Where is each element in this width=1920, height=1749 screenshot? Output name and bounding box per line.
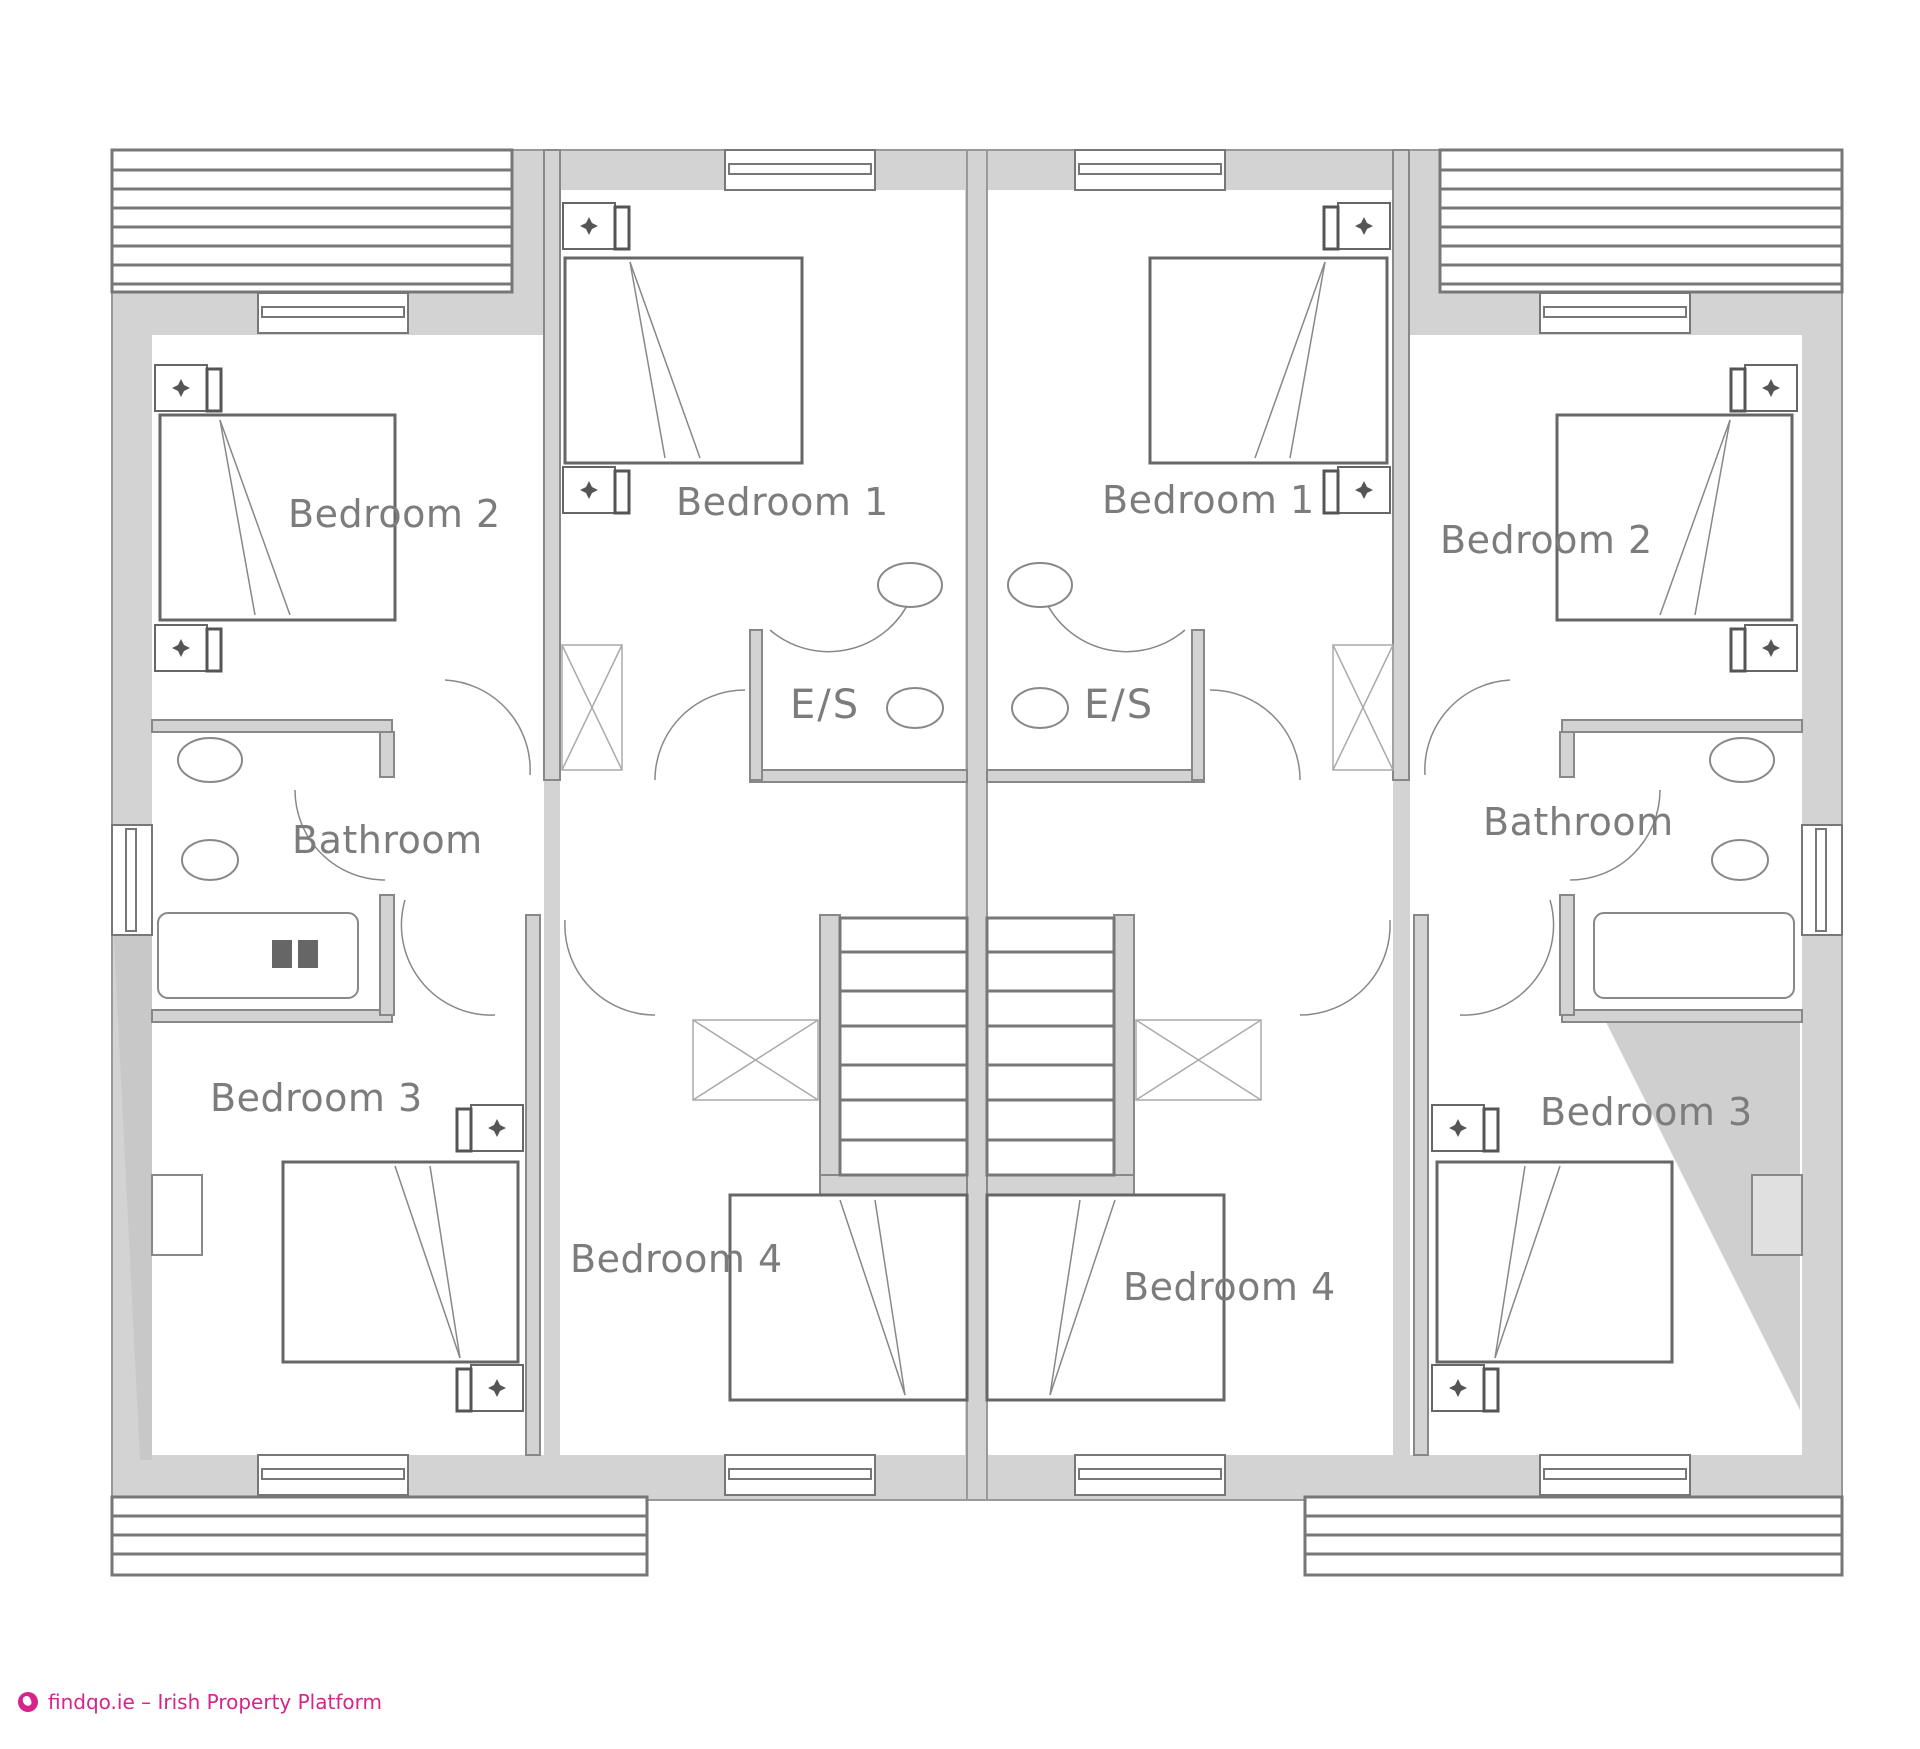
bed-sheets (219, 261, 1731, 1396)
label-left-bedroom-2: Bedroom 2 (288, 492, 501, 536)
label-right-bedroom-3: Bedroom 3 (1540, 1090, 1753, 1134)
roof-overhangs (110, 148, 1844, 1577)
staircase (838, 916, 1116, 1177)
beds (158, 256, 1794, 1402)
door-swings (294, 599, 1661, 1016)
globe-icon (18, 1692, 38, 1712)
label-left-bathroom: Bathroom (292, 818, 483, 862)
watermark-footer[interactable]: findqo.ie – Irish Property Platform (18, 1690, 382, 1714)
sanitary-fittings (157, 562, 1795, 999)
label-right-bathroom: Bathroom (1483, 800, 1674, 844)
label-right-ensuite: E/S (1084, 682, 1155, 728)
label-right-bedroom-4: Bedroom 4 (1123, 1265, 1336, 1309)
storage-cupboards (561, 644, 1394, 1101)
watermark-text: findqo.ie – Irish Property Platform (48, 1690, 382, 1714)
label-left-bedroom-3: Bedroom 3 (210, 1076, 423, 1120)
label-left-ensuite: E/S (790, 682, 861, 728)
label-left-bedroom-1: Bedroom 1 (676, 480, 889, 524)
label-right-bedroom-2: Bedroom 2 (1440, 518, 1653, 562)
label-left-bedroom-4: Bedroom 4 (570, 1237, 783, 1281)
label-right-bedroom-1: Bedroom 1 (1102, 478, 1315, 522)
chimney-breasts (151, 1174, 1803, 1256)
